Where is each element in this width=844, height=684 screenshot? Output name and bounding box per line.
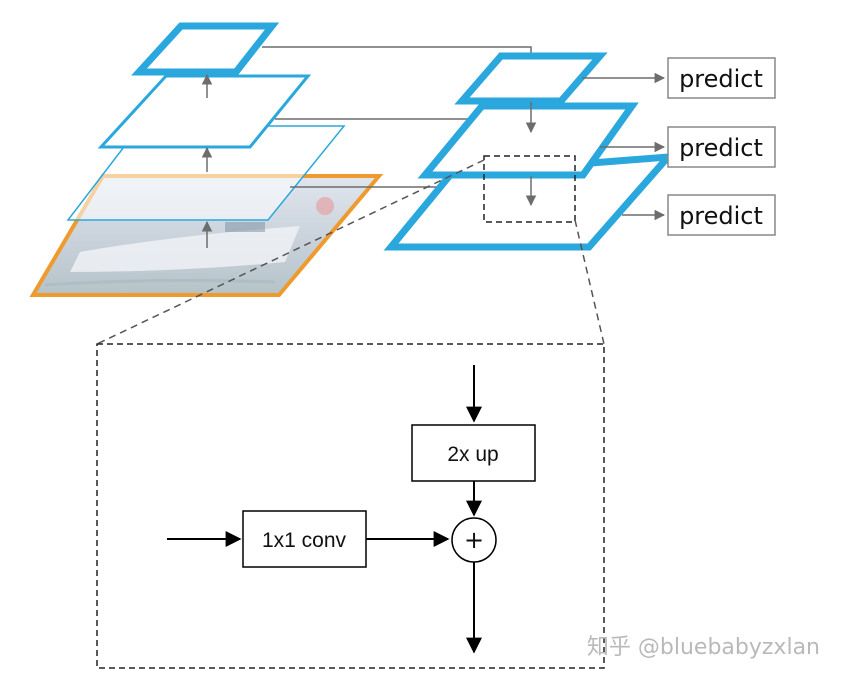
bottom-up-level-1 [131,22,280,76]
add-node: + [451,517,497,563]
top-down-level-2 [417,102,639,179]
bottom-up-level-2 [97,74,312,149]
conv-label: 1x1 conv [262,529,347,552]
top-down-level-1 [454,52,608,105]
upsample-box: 2x up [411,424,536,482]
predict-label: predict [679,134,763,162]
predict-label: predict [679,202,763,230]
watermark-text: 知乎 @bluebabyzxlan [587,635,820,660]
zoom-projection-lines [96,159,605,345]
upsample-label: 2x up [447,443,498,466]
conv-box: 1x1 conv [242,510,367,568]
detail-panel [96,343,605,669]
predict-box-1: predict [667,57,776,99]
plus-symbol: + [464,526,484,554]
predict-label: predict [679,65,763,93]
predict-box-3: predict [667,194,776,236]
predict-box-2: predict [667,126,776,168]
bottom-up-level-3 [66,125,346,221]
predict-arrows [582,72,666,221]
zoom-region [483,155,576,223]
